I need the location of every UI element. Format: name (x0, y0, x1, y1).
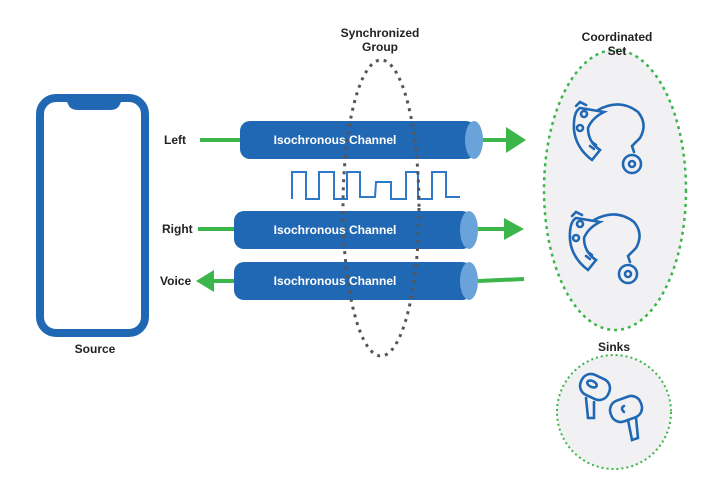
arrow-left-icon (196, 270, 214, 292)
channel-right-text: Isochronous Channel (273, 223, 397, 237)
arrow-right-icon (506, 127, 526, 153)
synchronized-group-title-line1: Synchronized (340, 26, 420, 40)
coordinated-set-boundary (542, 48, 688, 332)
synchronized-group-title: Synchronized Group (320, 26, 440, 54)
channel-right (198, 211, 524, 249)
hearing-aid-icon (572, 100, 645, 175)
source-label: Source (74, 342, 116, 356)
synchronized-group-boundary (341, 58, 421, 358)
coordinated-set-title-line2: Set (607, 44, 627, 58)
earbuds-icon (578, 372, 644, 442)
channel-right-label: Right (162, 222, 193, 236)
arrow-right-icon (504, 218, 524, 240)
channel-left-label: Left (164, 133, 186, 147)
sinks-label: Sinks (597, 340, 630, 354)
channel-left-text: Isochronous Channel (273, 133, 397, 147)
channel-voice-label: Voice (160, 274, 192, 288)
sync-waveform (291, 171, 460, 200)
coordinated-set-title-line1: Coordinated (581, 30, 653, 44)
phone-icon (36, 94, 149, 337)
synchronized-group-title-line2: Group (362, 40, 398, 54)
sinks-boundary (556, 354, 672, 470)
hearing-aid-icon (568, 210, 641, 285)
channel-voice-text: Isochronous Channel (273, 274, 397, 288)
coordinated-set-title: Coordinated Set (557, 30, 677, 58)
